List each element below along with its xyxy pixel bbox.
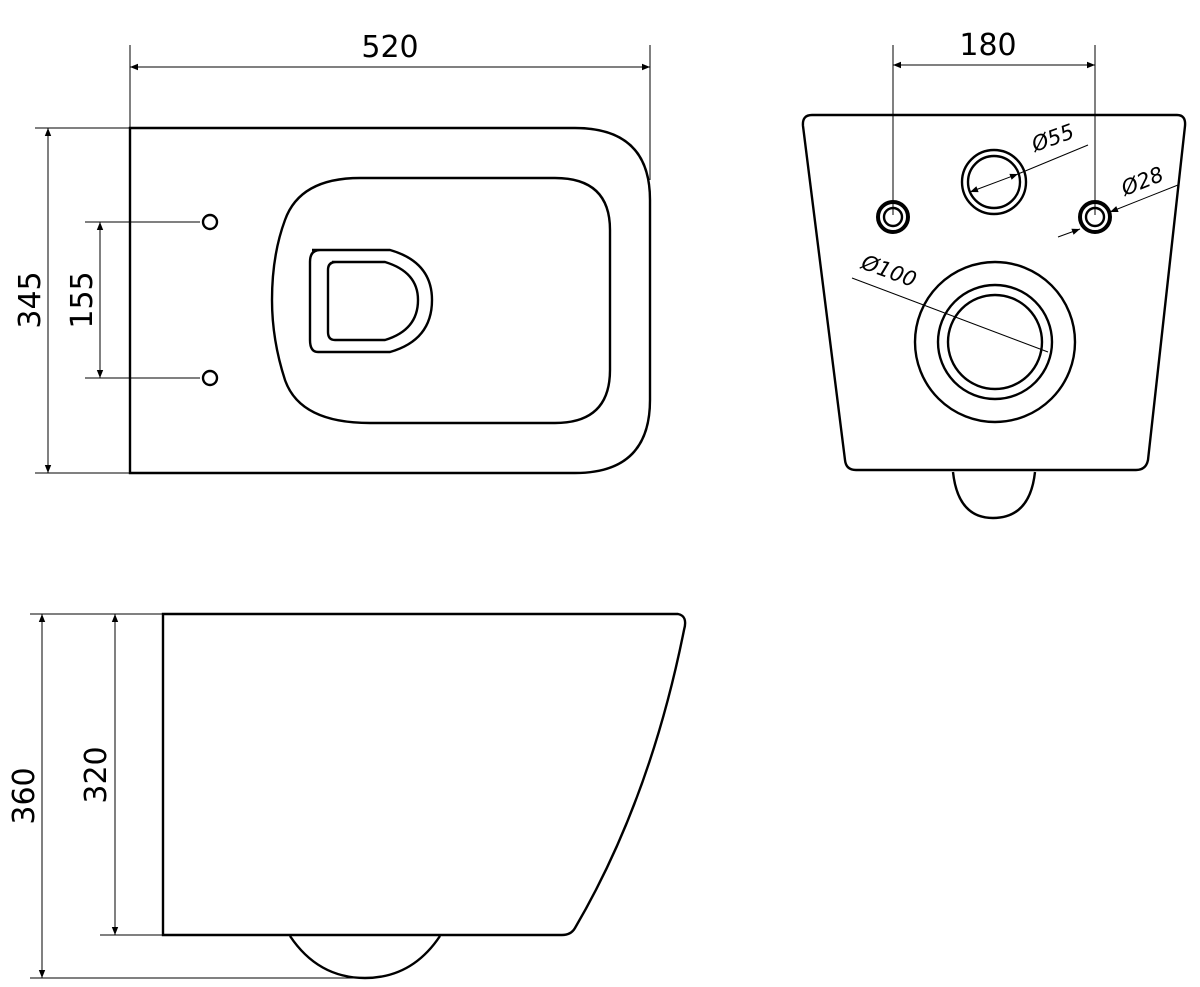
bowl-opening-outer xyxy=(308,248,434,354)
dim-outlet-label: Ø100 xyxy=(857,250,919,292)
dim-width-label: 520 xyxy=(361,30,418,65)
dim-inlet-label: Ø55 xyxy=(1028,119,1078,157)
side-view: 360 320 xyxy=(7,612,687,980)
dim-total-height-label: 360 xyxy=(7,767,42,824)
back-view: 180 Ø55 Ø28 Ø100 xyxy=(801,28,1187,520)
toilet-outline-top xyxy=(128,126,652,475)
outlet-outer-ring xyxy=(913,260,1077,424)
seat-rim xyxy=(270,176,612,425)
dim-bolt-label: Ø28 xyxy=(1117,162,1167,201)
inlet-inner-ring xyxy=(966,154,1022,210)
dim-body-height-label: 320 xyxy=(79,746,114,803)
seat-hole-bottom xyxy=(201,369,219,387)
back-plate-outline xyxy=(801,113,1187,472)
bottom-tab xyxy=(951,471,1037,520)
inlet-outer-ring xyxy=(960,148,1028,216)
seat-hole-top xyxy=(201,213,219,231)
toilet-outline-side xyxy=(161,612,687,937)
bottom-bulge xyxy=(289,935,441,980)
top-view: 520 345 155 xyxy=(13,30,652,475)
dim-hole-spacing-label: 155 xyxy=(65,271,100,328)
dim-bolt-spacing-label: 180 xyxy=(959,28,1016,63)
outlet-inner-ring xyxy=(946,293,1044,391)
dim-depth-label: 345 xyxy=(13,271,48,328)
bowl-opening-inner xyxy=(326,260,420,342)
outlet-middle-ring xyxy=(936,283,1054,401)
